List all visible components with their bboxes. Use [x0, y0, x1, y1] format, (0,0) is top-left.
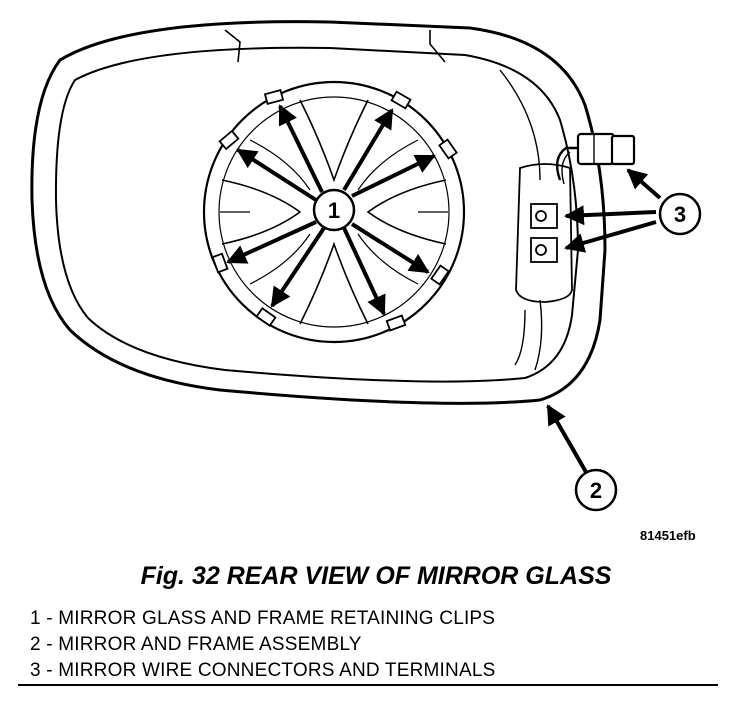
callout-2-leaders	[546, 404, 588, 473]
callout-1-label: 1	[328, 198, 340, 223]
divider	[18, 684, 718, 686]
callout-2-label: 2	[590, 478, 602, 503]
retaining-clip	[218, 129, 240, 151]
legend-item: 2 - MIRROR AND FRAME ASSEMBLY	[30, 634, 362, 655]
wire-lead	[555, 146, 580, 181]
retaining-clips	[211, 88, 458, 332]
retaining-clip	[430, 264, 450, 286]
retaining-clip	[438, 138, 458, 160]
callout-3-label: 3	[674, 202, 686, 227]
terminal-lower-pin	[535, 244, 547, 256]
retaining-clip	[255, 307, 277, 327]
figure-code: 81451efb	[640, 528, 696, 543]
legend-item: 3 - MIRROR WIRE CONNECTORS AND TERMINALS	[30, 660, 496, 681]
connector-housing	[515, 132, 636, 303]
callout-1-leaders	[226, 104, 436, 316]
retaining-clip	[263, 88, 285, 106]
mirror-frame	[30, 20, 607, 405]
terminal-upper-pin	[535, 210, 547, 222]
motor-plate	[202, 80, 466, 344]
mirror-diagram: 1 3 2	[30, 20, 702, 512]
legend: 1 - MIRROR GLASS AND FRAME RETAINING CLI…	[30, 606, 495, 684]
retaining-clip	[385, 314, 407, 332]
legend-item: 1 - MIRROR GLASS AND FRAME RETAINING CLI…	[30, 608, 496, 629]
retaining-clip	[211, 252, 229, 274]
terminal-upper	[530, 203, 558, 229]
callout-1: 1	[312, 188, 356, 232]
callout-2: 2	[574, 468, 618, 512]
retaining-clip	[390, 90, 412, 110]
terminal-lower	[530, 237, 558, 263]
wire-connector-plug	[576, 132, 616, 166]
figure-caption: Fig. 32 REAR VIEW OF MIRROR GLASS	[140, 562, 612, 590]
callout-3: 3	[658, 192, 702, 236]
callout-3-leaders	[564, 168, 662, 253]
